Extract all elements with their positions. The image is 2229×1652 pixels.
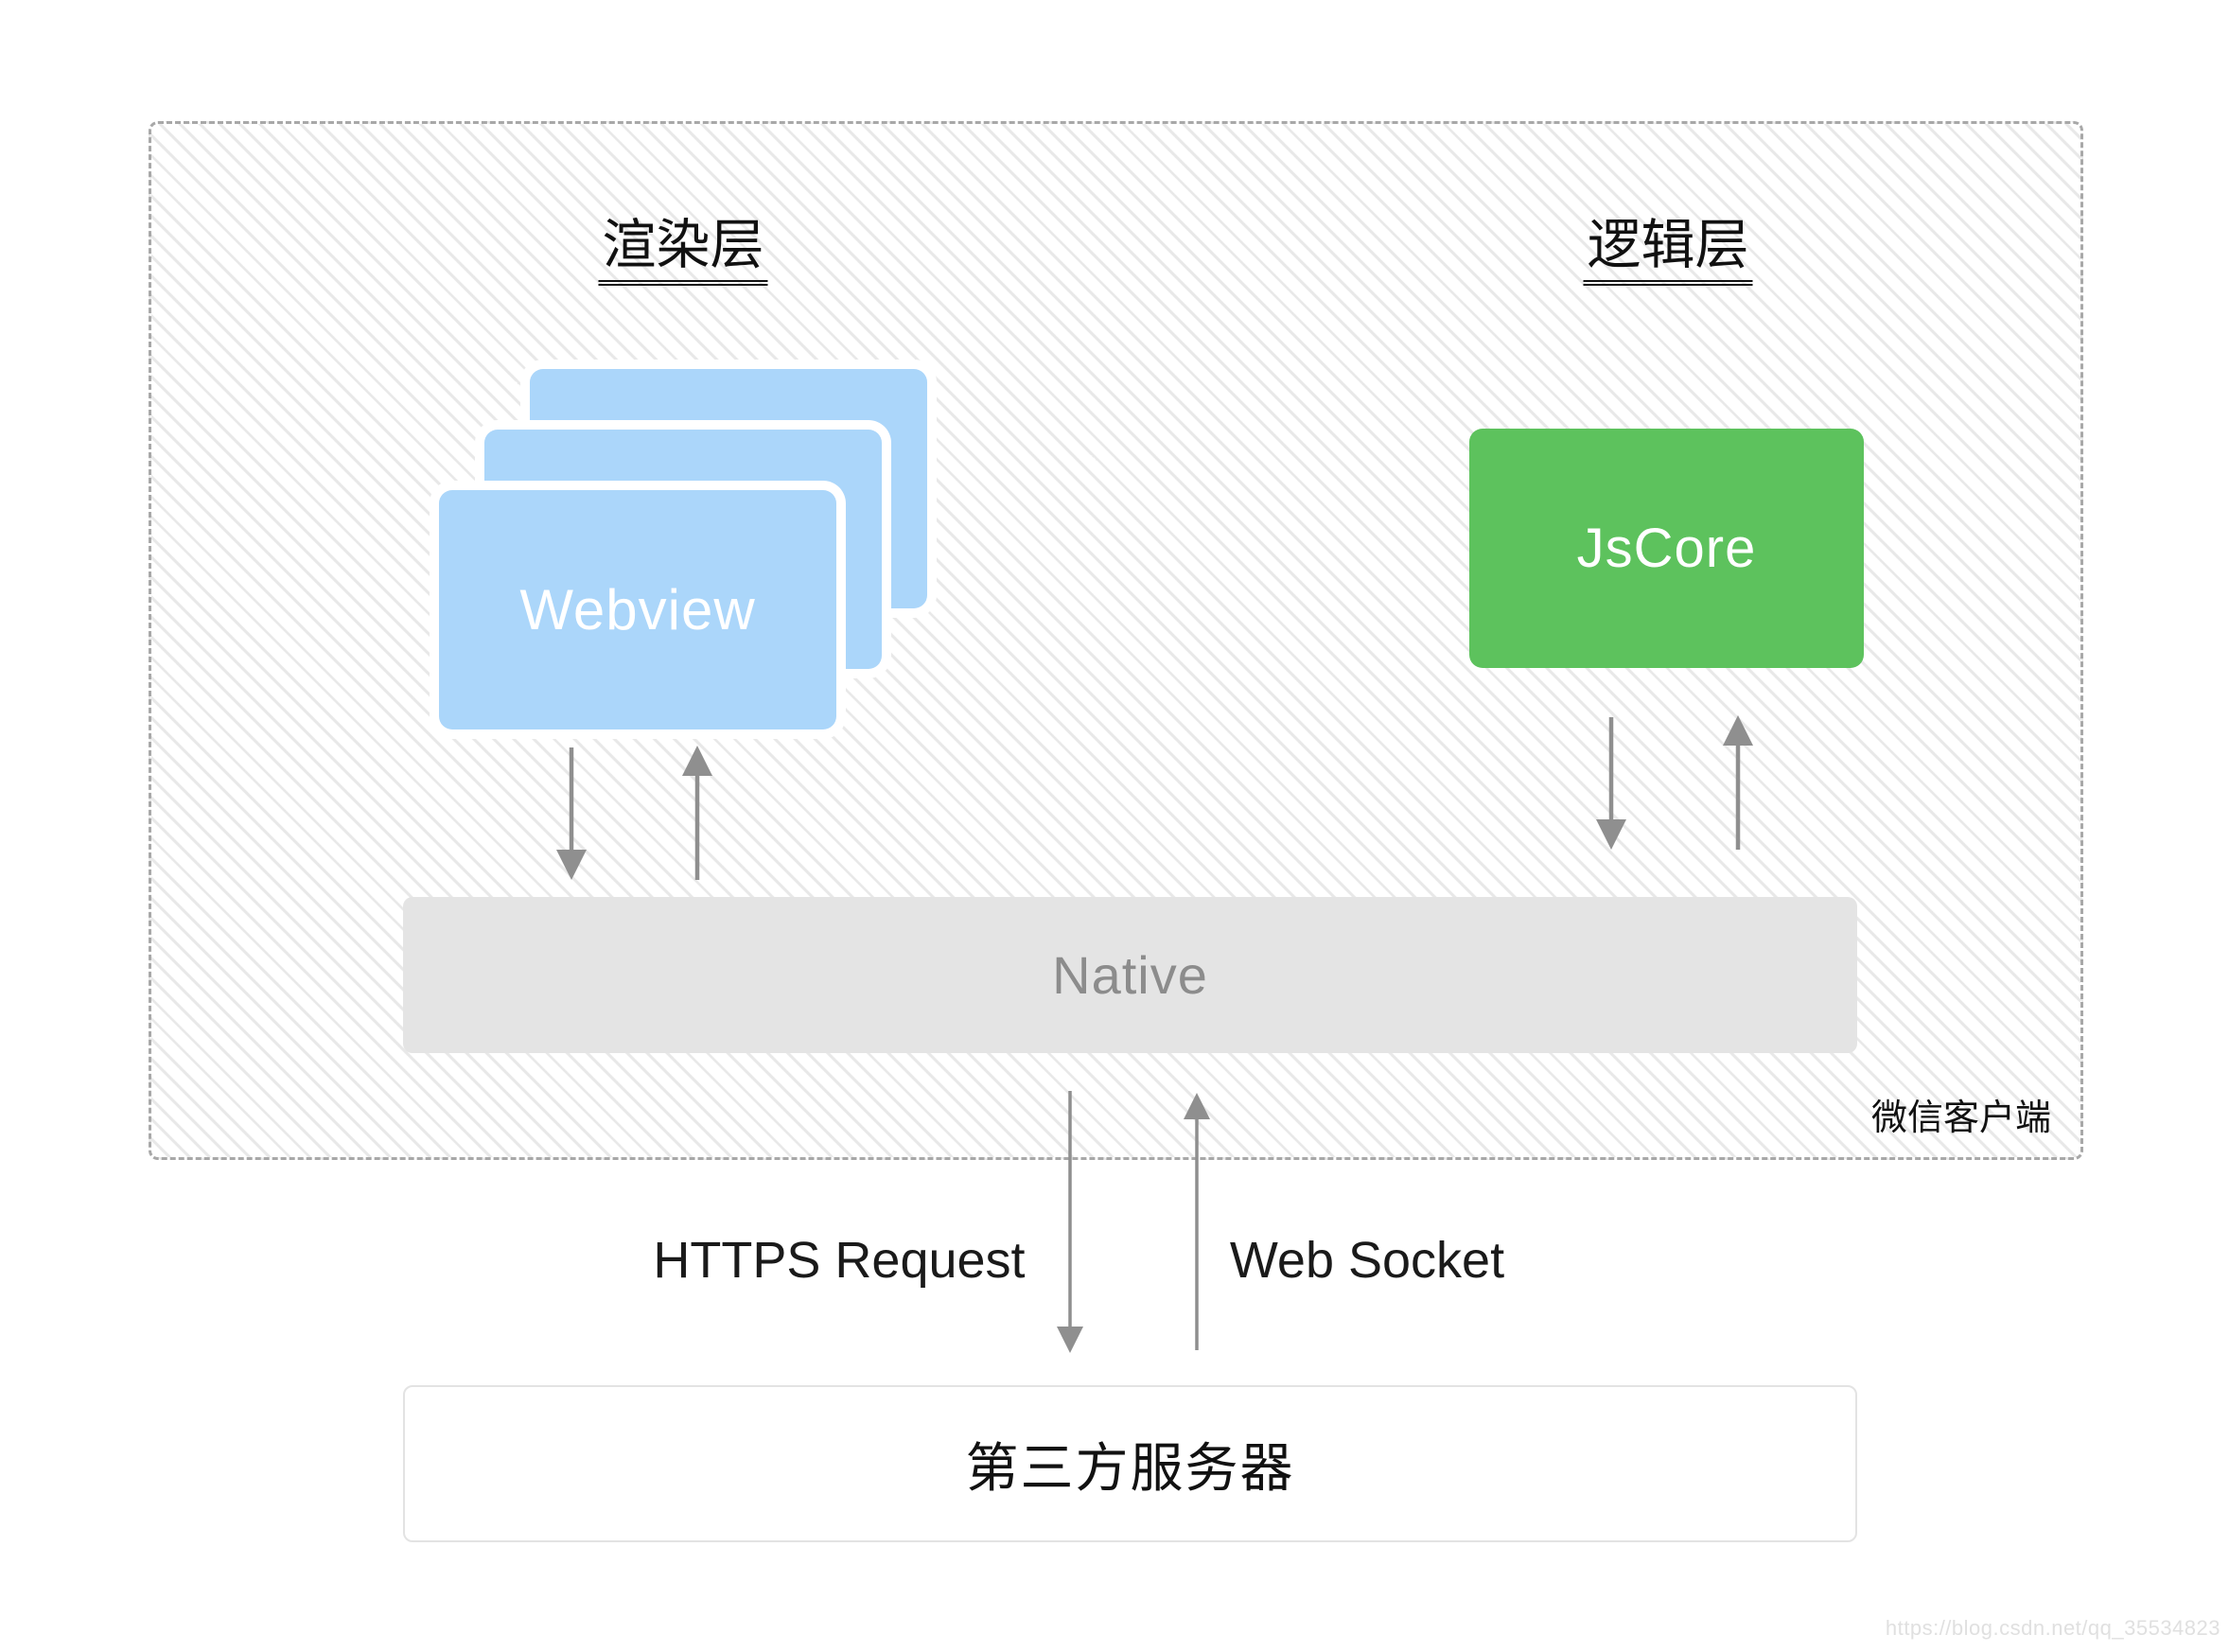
webview-card-label: Webview — [519, 578, 756, 641]
jscore-box: JsCore — [1469, 429, 1864, 668]
third-party-server-box: 第三方服务器 — [403, 1385, 1857, 1542]
jscore-box-label: JsCore — [1576, 518, 1757, 579]
https-request-label: HTTPS Request — [653, 1232, 1026, 1289]
webview-card-front: Webview — [439, 490, 836, 729]
render-layer-title: 渲染层 — [598, 216, 768, 286]
watermark: https://blog.csdn.net/qq_35534823 — [1885, 1616, 2220, 1640]
wechat-client-label: 微信客户端 — [1871, 1098, 2052, 1138]
native-bar: Native — [403, 897, 1857, 1053]
web-socket-label: Web Socket — [1229, 1232, 1505, 1289]
logic-layer-title: 逻辑层 — [1583, 216, 1753, 286]
third-party-server-label: 第三方服务器 — [965, 1437, 1295, 1498]
native-bar-label: Native — [1052, 945, 1208, 1005]
